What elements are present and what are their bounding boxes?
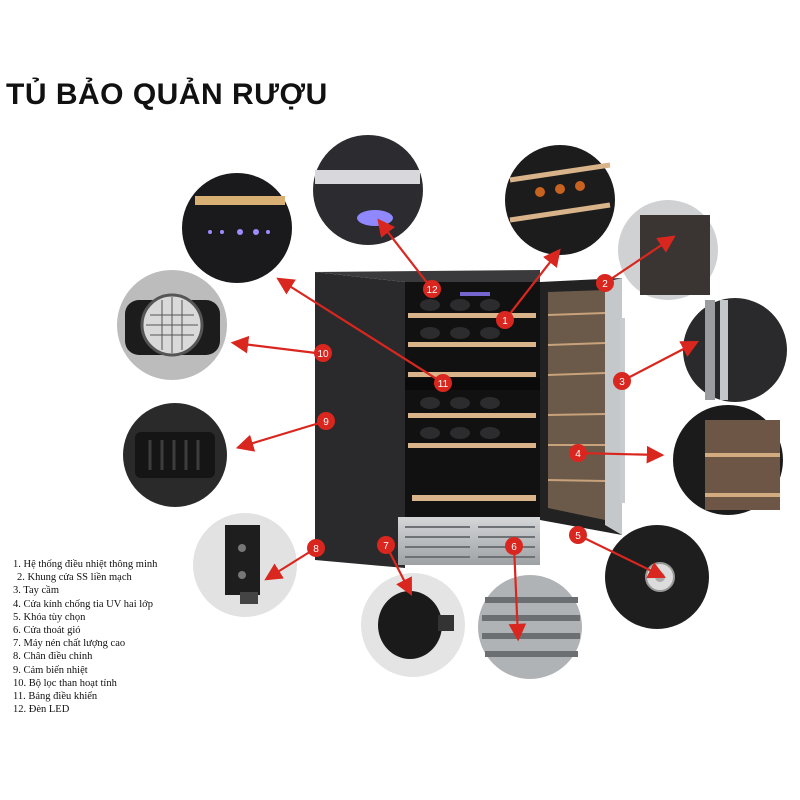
svg-text:7: 7 xyxy=(383,541,389,552)
arrow-10 xyxy=(230,335,317,355)
legend-list: 1. Hệ thống điều nhiệt thông minh 2. Khu… xyxy=(13,558,157,716)
legend-item: 6. Cửa thoát gió xyxy=(13,625,81,637)
svg-text:8: 8 xyxy=(313,544,319,555)
detail-adjustable-feet xyxy=(193,513,297,617)
badge-6: 6 xyxy=(505,537,523,555)
arrow-1 xyxy=(504,248,561,321)
arrow-12 xyxy=(377,218,433,290)
legend-item: 4. Cửa kính chống tia UV hai lớp xyxy=(13,598,153,610)
svg-text:3: 3 xyxy=(619,377,625,388)
badge-4: 4 xyxy=(569,444,587,462)
badge-2: 2 xyxy=(596,274,614,292)
page-title: TỦ BẢO QUẢN RƯỢU xyxy=(6,78,328,111)
wine-cabinet xyxy=(315,270,625,568)
badge-9: 9 xyxy=(317,412,335,430)
detail-control-panel xyxy=(182,173,292,283)
detail-shelves xyxy=(505,145,615,255)
svg-text:11: 11 xyxy=(438,379,449,390)
legend-item: 5. Khóa tùy chọn xyxy=(13,611,86,623)
detail-led-light xyxy=(313,135,423,245)
detail-glass-door xyxy=(673,405,783,515)
legend-item: 12. Đèn LED xyxy=(13,704,70,716)
badge-11: 11 xyxy=(434,374,452,392)
arrow-3 xyxy=(621,340,699,382)
badge-5: 5 xyxy=(569,526,587,544)
svg-text:12: 12 xyxy=(426,285,438,296)
badge-12: 12 xyxy=(423,280,441,298)
svg-text:2: 2 xyxy=(602,279,608,290)
callout-arrows xyxy=(230,218,699,642)
arrow-6 xyxy=(508,545,527,642)
shelves xyxy=(408,313,536,501)
legend-item: 2. Khung cửa SS liền mạch xyxy=(17,572,132,584)
badge-8: 8 xyxy=(307,539,325,557)
arrow-4 xyxy=(577,445,665,464)
svg-text:5: 5 xyxy=(575,531,581,542)
detail-temperature-sensor xyxy=(123,403,227,507)
detail-charcoal-filter xyxy=(117,270,227,380)
arrow-8 xyxy=(264,547,317,581)
detail-vent xyxy=(478,575,582,679)
arrow-9 xyxy=(235,419,327,452)
legend-item: 7. Máy nén chất lượng cao xyxy=(13,638,126,650)
legend-item: 11. Bảng điều khiển xyxy=(13,691,98,703)
arrow-2 xyxy=(604,235,676,284)
detail-compressor xyxy=(361,573,465,677)
arrow-5 xyxy=(577,534,666,579)
detail-lock xyxy=(605,525,709,629)
door-handle xyxy=(620,318,625,503)
legend-item: 10. Bộ lọc than hoạt tính xyxy=(13,677,117,689)
legend-item: 3. Tay cầm xyxy=(13,585,60,597)
detail-handle xyxy=(683,298,787,402)
arrow-11 xyxy=(276,277,444,384)
legend-item: 1. Hệ thống điều nhiệt thông minh xyxy=(13,559,158,570)
svg-text:9: 9 xyxy=(323,417,329,428)
detail-door-frame xyxy=(618,200,718,300)
svg-text:4: 4 xyxy=(575,449,581,460)
svg-text:10: 10 xyxy=(317,349,329,360)
legend-item: 8. Chân điều chỉnh xyxy=(13,651,93,663)
badge-7: 7 xyxy=(377,536,395,554)
svg-text:6: 6 xyxy=(511,542,517,553)
svg-text:1: 1 xyxy=(502,316,508,327)
badge-10: 10 xyxy=(314,344,332,362)
badge-3: 3 xyxy=(613,372,631,390)
badge-1: 1 xyxy=(496,311,514,329)
legend-item: 9. Cảm biến nhiệt xyxy=(13,664,88,676)
